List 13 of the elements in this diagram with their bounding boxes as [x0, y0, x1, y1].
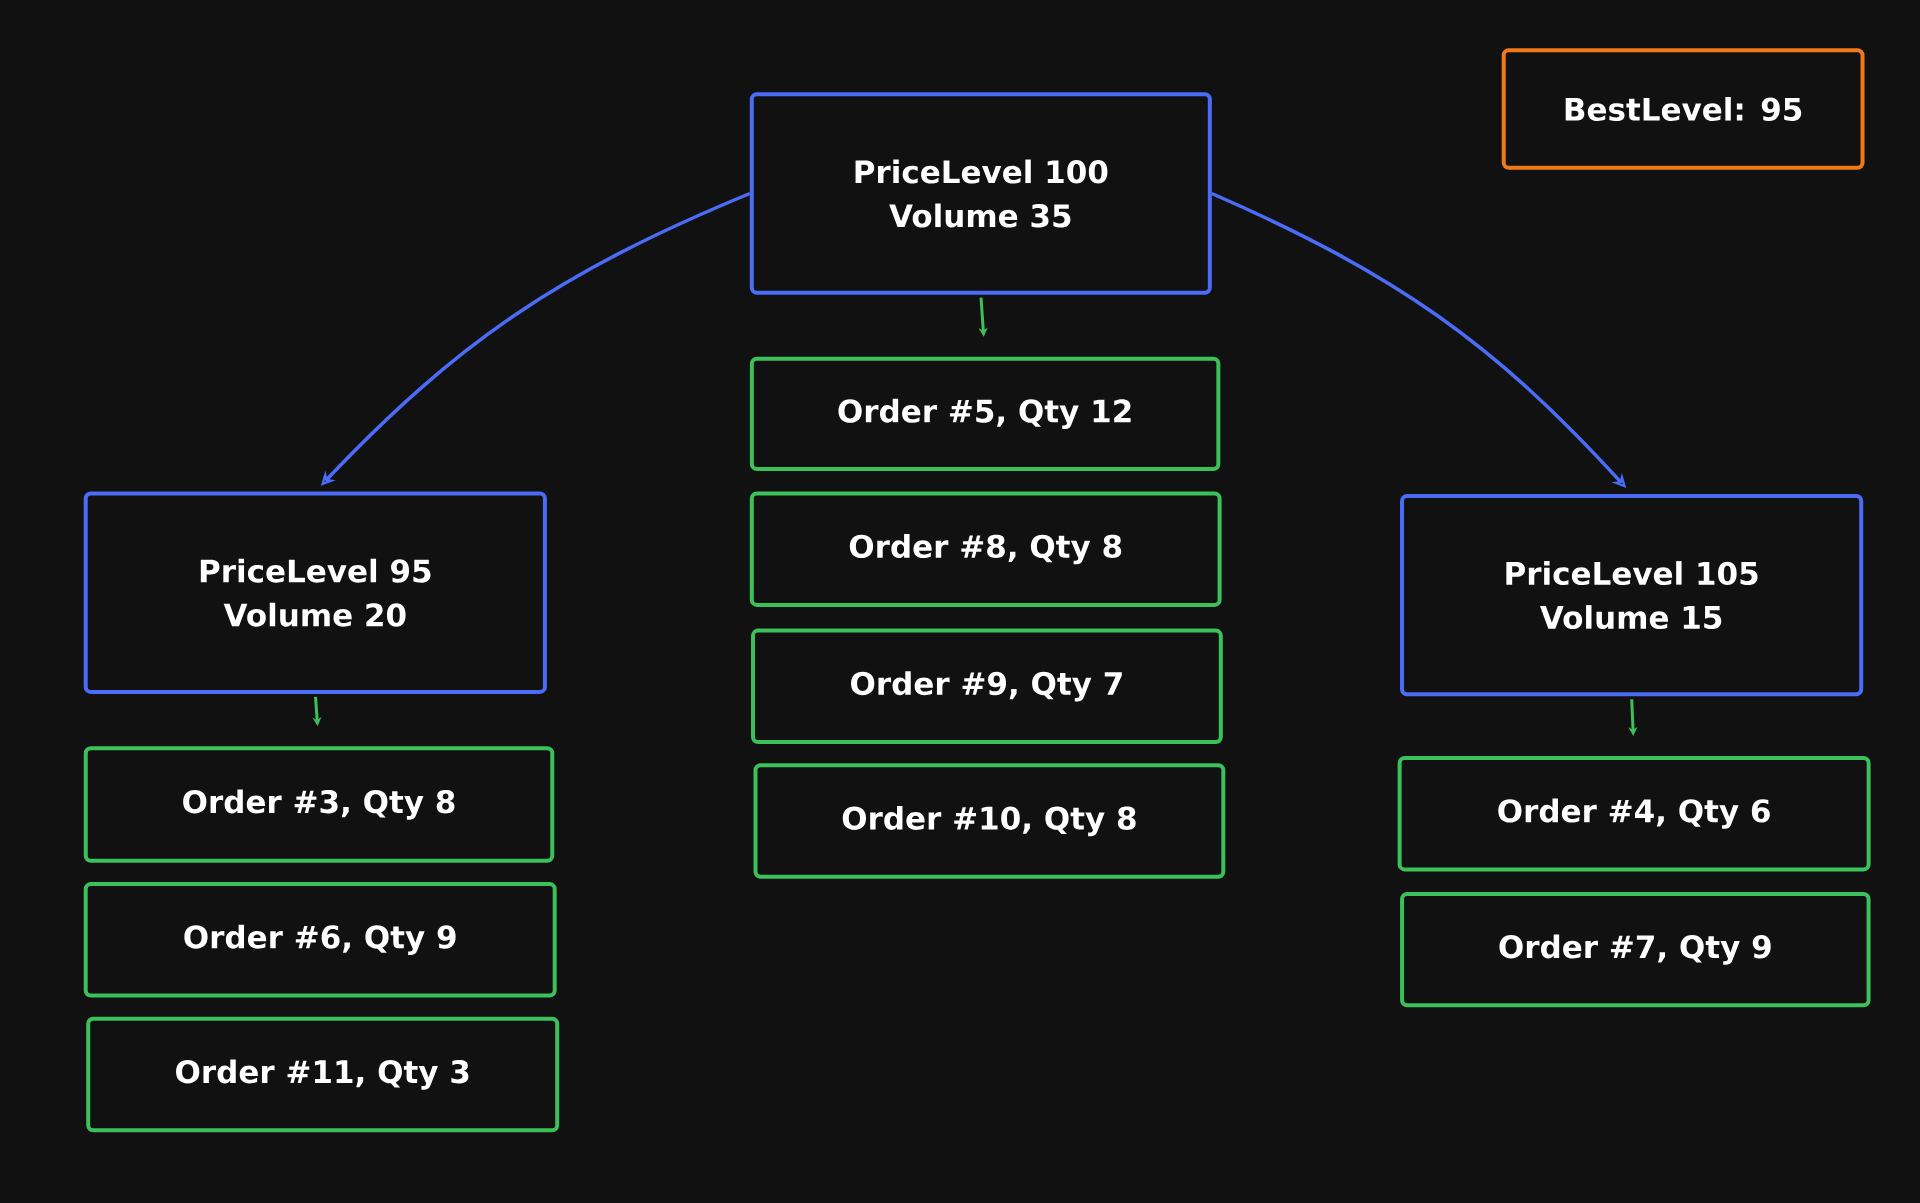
order-box: Order #11, Qty 3: [86, 1016, 560, 1133]
order-box: Order #4, Qty 6: [1397, 756, 1871, 872]
order-box: Order #10, Qty 8: [753, 763, 1226, 879]
order-box: Order #6, Qty 9: [83, 882, 557, 998]
order-box: Order #3, Qty 8: [83, 746, 555, 863]
best-level-box: BestLevel: 95: [1501, 48, 1865, 170]
price-level-box: PriceLevel 100 Volume 35: [749, 92, 1212, 295]
order-box: Order #8, Qty 8: [749, 491, 1222, 607]
price-level-box: PriceLevel 95 Volume 20: [83, 491, 547, 694]
order-box: Order #7, Qty 9: [1400, 891, 1871, 1008]
order-box: Order #9, Qty 7: [751, 628, 1223, 744]
price-level-box: PriceLevel 105 Volume 15: [1400, 493, 1864, 697]
order-box: Order #5, Qty 12: [749, 356, 1221, 471]
